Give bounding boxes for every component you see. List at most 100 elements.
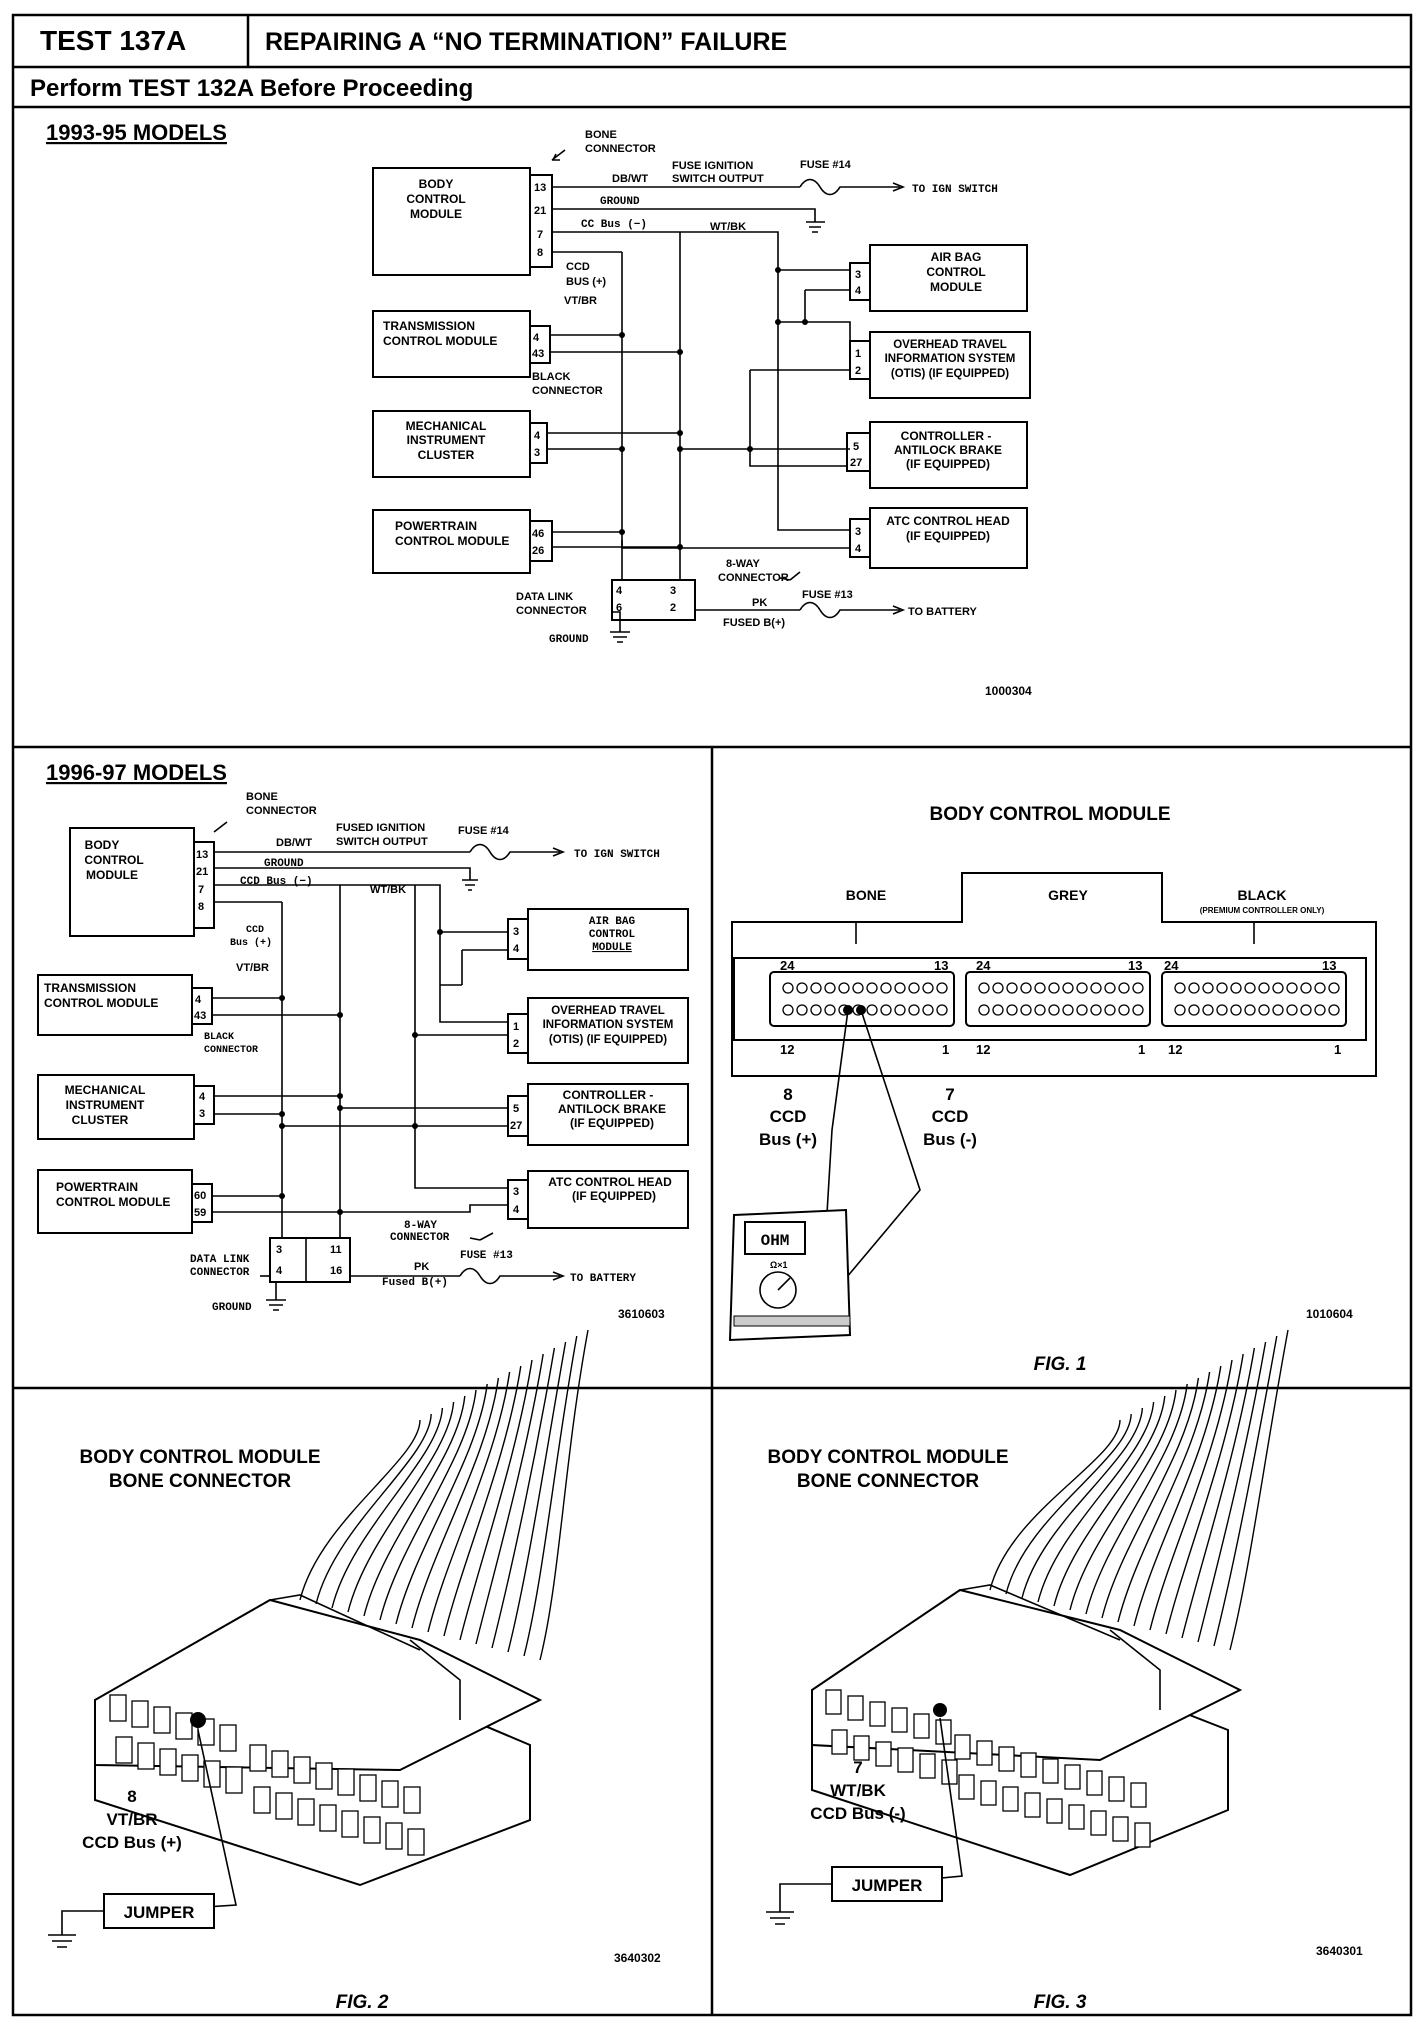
- wire: [331, 1407, 444, 1609]
- bone96-label-2: CONNECTOR: [246, 805, 317, 817]
- connector-pin-cavity: [1104, 1004, 1116, 1016]
- connector-cavity: [1112, 1816, 1129, 1842]
- fig3-title-2: BONE CONNECTOR: [797, 1471, 980, 1492]
- bone-pin-12: 12: [780, 1042, 794, 1057]
- connector-cavity: [1108, 1776, 1125, 1802]
- connector-cavity: [831, 1729, 848, 1755]
- wire: [1165, 1353, 1244, 1635]
- connector-cavity: [363, 1816, 381, 1844]
- connector-pin-cavity: [1272, 1004, 1284, 1016]
- connector-cavity: [109, 1694, 127, 1722]
- black-pin-12: 12: [1168, 1042, 1182, 1057]
- dlc-pin-2: 2: [670, 602, 676, 614]
- connector-pin-cavity: [1034, 1004, 1046, 1016]
- connector-cavity: [1002, 1786, 1019, 1812]
- fig1-bcm-connector-test: BODY CONTROL MODULE BONE GREY BLACK (PRE…: [728, 804, 1377, 1375]
- atc-label-1: ATC CONTROL HEAD: [886, 514, 1010, 528]
- connector-cavity: [175, 1712, 193, 1740]
- atc-pin-4: 4: [855, 543, 862, 555]
- pcm96-pin-60: 60: [194, 1190, 206, 1202]
- connector-pin-cavity: [810, 982, 822, 994]
- pcm96-connector: [191, 1183, 213, 1223]
- tcm96-pin-43: 43: [194, 1010, 206, 1022]
- connector-pin-cavity: [1314, 982, 1326, 994]
- wire: [1021, 1407, 1144, 1599]
- cc-bus-label: CC Bus (−): [581, 219, 647, 231]
- black-connector-label-2: CONNECTOR: [532, 385, 603, 397]
- connector-cavity: [1086, 1770, 1103, 1796]
- connector-pin-cavity: [922, 1004, 934, 1016]
- abs96-pin-5: 5: [513, 1103, 519, 1115]
- fig3-pin7-marker: [933, 1703, 947, 1717]
- connector-cavity: [337, 1768, 355, 1796]
- connector-pin-cavity: [1062, 1004, 1074, 1016]
- pcm-connector-1993: [529, 520, 553, 562]
- tcm96-connector: [191, 987, 213, 1025]
- bcm-connector-1993: [529, 174, 553, 268]
- to-battery96-label: TO BATTERY: [570, 1273, 636, 1285]
- fuse13-label: FUSE #13: [802, 589, 853, 601]
- mic-label-3: CLUSTER: [418, 448, 475, 462]
- connector-pin-cavity: [1020, 982, 1032, 994]
- wt-bk96-label: WT/BK: [370, 884, 406, 896]
- figure-code-fig1: 1010604: [1306, 1307, 1353, 1321]
- fuse-ign96-label-2: SWITCH OUTPUT: [336, 836, 428, 848]
- pin8-bus-label: Bus (+): [759, 1130, 817, 1149]
- fig3-wire-bundle: [989, 1329, 1289, 1651]
- otis96-pin-1: 1: [513, 1021, 519, 1033]
- tcm-pin-43: 43: [532, 348, 544, 360]
- connector-cavity: [1134, 1822, 1151, 1848]
- fig2-jumper-label: JUMPER: [124, 1903, 195, 1922]
- airbag-label-2: CONTROL: [926, 265, 985, 279]
- connector-pin-cavity: [1174, 982, 1186, 994]
- fig3-bus-label: CCD Bus (-): [810, 1804, 905, 1823]
- connector-cavity: [1042, 1758, 1059, 1784]
- tcm96-pin-4: 4: [195, 994, 202, 1006]
- to-ign-switch-label: TO IGN SWITCH: [912, 184, 998, 196]
- connector-pin-cavity: [936, 1004, 948, 1016]
- ccd-bus96-label-2: Bus (+): [230, 937, 272, 949]
- connector-pin-cavity: [880, 1004, 892, 1016]
- connector-cavity: [181, 1754, 199, 1782]
- fig3-jumper-label: JUMPER: [852, 1876, 923, 1895]
- connector-cavity: [941, 1759, 958, 1785]
- otis-pin-2: 2: [855, 365, 861, 377]
- diagram-1993-95: 1993-95 MODELS BODY CONTROL MODULE 13 21…: [46, 120, 1032, 698]
- mic-label-2: INSTRUMENT: [407, 433, 486, 447]
- pcm-label-2: CONTROL MODULE: [395, 534, 509, 548]
- mic96-pin-4: 4: [199, 1091, 206, 1103]
- black-connector-label-1: BLACK: [532, 371, 571, 383]
- connector-pin-cavity: [796, 1004, 808, 1016]
- connector-cavity: [958, 1774, 975, 1800]
- connector-cavity: [315, 1762, 333, 1790]
- bcm96-pin-21: 21: [196, 866, 208, 878]
- meter-display-text: OHM: [761, 1232, 790, 1250]
- tcm96-label-2: CONTROL MODULE: [44, 996, 158, 1010]
- dlc96-pin-11: 11: [330, 1244, 342, 1256]
- atc96-label-1: ATC CONTROL HEAD: [548, 1175, 672, 1189]
- wire: [539, 1329, 589, 1661]
- connector-pin-cavity: [782, 982, 794, 994]
- connector-pin-cavity: [866, 1004, 878, 1016]
- pin8-label: 8: [783, 1085, 792, 1104]
- bone-connector-body: [769, 971, 955, 1027]
- data-link96-label-1: DATA LINK: [190, 1254, 250, 1266]
- connector-pin-cavity: [1006, 1004, 1018, 1016]
- connector-cavity: [275, 1792, 293, 1820]
- connector-pin-cavity: [1104, 982, 1116, 994]
- connector-pin-cavity: [824, 982, 836, 994]
- mic-connector-1993: [529, 422, 548, 464]
- connector-pin-cavity: [1118, 1004, 1130, 1016]
- wire: [491, 1347, 556, 1649]
- connector-pin-cavity: [908, 1004, 920, 1016]
- tcm96-label-1: TRANSMISSION: [44, 981, 136, 995]
- powertrain-control-module-1993: [372, 509, 531, 574]
- pcm96-pin-59: 59: [194, 1207, 206, 1219]
- eight-way96-label-1: 8-WAY: [404, 1220, 437, 1232]
- black-connector-body: [1161, 971, 1347, 1027]
- fuse-ign96-label-1: FUSED IGNITION: [336, 822, 425, 834]
- connector-cavity: [403, 1786, 421, 1814]
- atc-control-head-1996: [527, 1170, 689, 1229]
- bcm-pin-7: 7: [537, 229, 543, 241]
